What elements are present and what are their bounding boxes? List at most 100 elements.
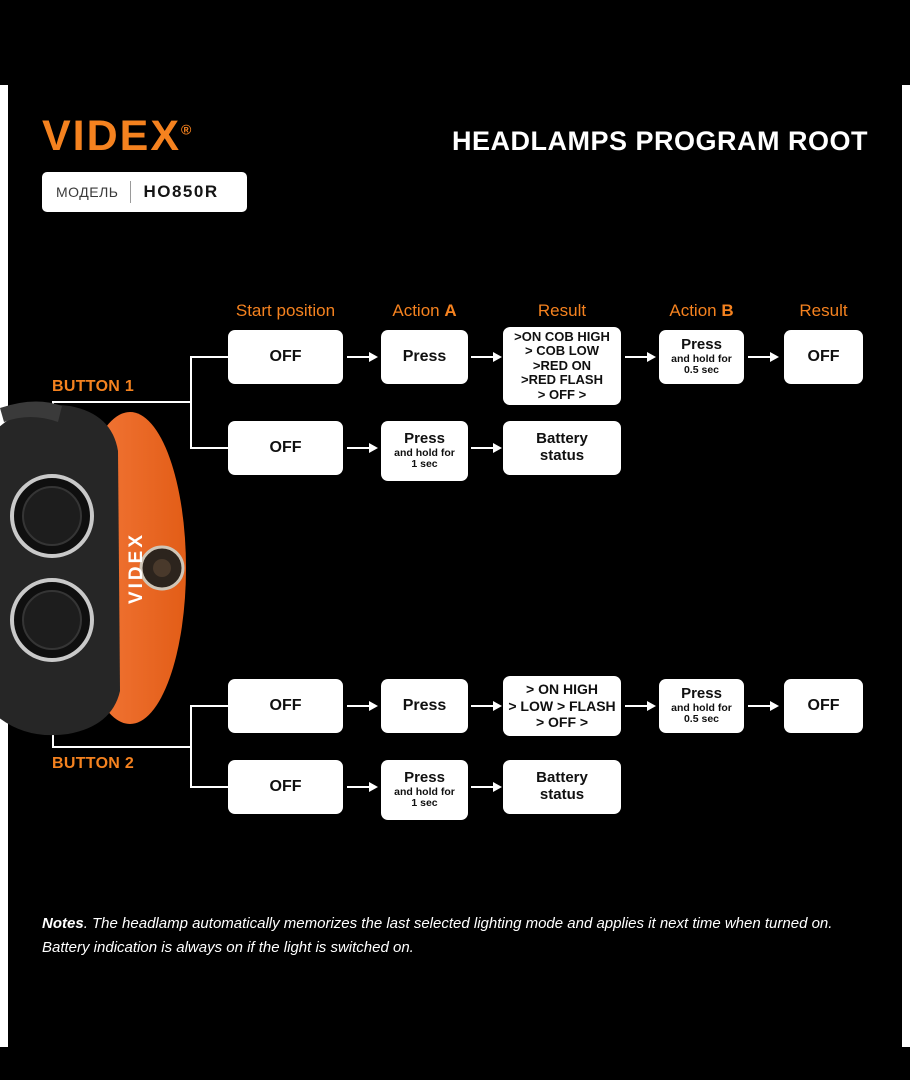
notes-section: Notes. The headlamp automatically memori… [42,912,874,960]
box-subtext: and hold for [394,446,455,459]
arrow-icon [347,701,378,711]
box-text: Press [404,768,445,786]
arrow-icon [471,782,502,792]
box-btn2-flow2-start: OFF [228,760,343,814]
box-text: Press [402,697,447,715]
connector-btn2-row1 [190,705,228,707]
result-line: > ON HIGH [526,681,598,698]
box-btn2-flow1-result: > ON HIGH > LOW > FLASH > OFF > [503,676,621,736]
model-divider [130,181,132,203]
box-btn2-flow2-result: Battery status [503,760,621,814]
connector-btn1-bracket [190,356,192,448]
box-btn2-flow1-action-a: Press [381,679,468,733]
brand-logo-text: VIDEX [42,112,182,160]
box-subtext: and hold for [394,785,455,798]
lamp-button-1-cap [22,486,82,546]
box-btn1-flow1-action-b: Press and hold for 0.5 sec [659,330,744,384]
result-line: > LOW > FLASH [508,697,616,714]
box-btn1-flow1-start: OFF [228,330,343,384]
box-subtext: 1 sec [411,797,438,810]
box-text: OFF [269,778,302,796]
right-margin [902,85,910,1047]
connector-btn2-bracket [190,705,192,788]
box-btn1-flow1-end: OFF [784,330,863,384]
box-btn2-flow1-end: OFF [784,679,863,733]
box-text: OFF [269,697,302,715]
connector-btn1-main [52,401,190,403]
col-header-text: Action [669,301,722,320]
result-line: status [539,786,585,803]
arrow-icon [471,443,502,453]
box-btn1-flow1-result: >ON COB HIGH > COB LOW >RED ON >RED FLAS… [503,327,621,405]
arrow-icon [625,701,656,711]
box-subtext: 0.5 sec [683,364,720,377]
lamp-lens-inner [153,559,171,577]
col-header-text: Action [392,301,445,320]
arrow-icon [347,782,378,792]
result-line: >ON COB HIGH [514,328,610,344]
col-header-start-position: Start position [228,301,343,321]
arrow-icon [748,352,779,362]
model-badge: МОДЕЛЬ HO850R [42,172,247,212]
col-header-text: Result [537,301,587,320]
box-text: Press [681,684,722,702]
col-header-text: Result [799,301,848,320]
box-btn2-flow1-action-b: Press and hold for 0.5 sec [659,679,744,733]
registered-mark: ® [181,121,192,138]
box-subtext: 1 sec [411,458,438,471]
arrow-icon [347,443,378,453]
result-line: status [539,447,585,464]
box-btn1-flow2-result: Battery status [503,421,621,475]
notes-label: Notes [42,915,84,932]
result-line: >RED FLASH [521,372,603,388]
box-btn1-flow1-action-a: Press [381,330,468,384]
box-btn2-flow2-action: Press and hold for 1 sec [381,760,468,820]
model-value: HO850R [143,182,219,201]
box-btn1-flow2-action: Press and hold for 1 sec [381,421,468,481]
headlamp-photo: VIDEX [0,401,186,736]
arrow-icon [625,352,656,362]
box-subtext: and hold for [671,352,732,365]
notes-line-1: Notes. The headlamp automatically memori… [42,912,874,936]
arrow-icon [347,352,378,362]
lamp-brand-text: VIDEX [126,532,147,604]
arrow-icon [471,701,502,711]
button1-label: BUTTON 1 [52,378,135,395]
lamp-strap-mount [0,401,62,422]
box-btn1-flow2-start: OFF [228,421,343,475]
notes-text-1: . The headlamp automatically memorizes t… [83,915,833,932]
lamp-body [0,405,120,736]
notes-line-2: Battery indication is always on if the l… [42,939,414,956]
box-btn2-flow1-start: OFF [228,679,343,733]
arrow-icon [471,352,502,362]
connector-btn2-row2 [190,786,228,788]
connector-btn2-main [52,746,190,748]
result-line: Battery [536,430,588,448]
page-title: HEADLAMPS PROGRAM ROOT [452,126,868,156]
box-text: OFF [269,439,302,457]
box-subtext: and hold for [671,701,732,714]
result-line: > OFF > [535,714,589,731]
connector-btn1-row1 [190,356,228,358]
box-text: OFF [269,348,302,366]
connector-btn1-row2 [190,447,228,449]
model-label: МОДЕЛЬ [56,184,119,200]
box-subtext: 0.5 sec [683,713,720,726]
arrow-icon [748,701,779,711]
box-text: OFF [807,348,840,366]
col-header-text: Start position [235,301,336,320]
col-header-bold: A [444,301,457,320]
col-header-result-1: Result [503,301,621,321]
result-line: > COB LOW [524,343,600,359]
col-header-result-2: Result [784,301,863,321]
box-text: OFF [807,697,840,715]
box-text: Press [404,429,445,447]
box-text: Press [402,348,447,366]
result-line: > OFF > [537,386,587,402]
brand-logo: VIDEX® [42,112,191,161]
box-text: Press [681,335,722,353]
lamp-button-2-cap [22,590,82,650]
col-header-action-b: Action B [659,301,744,321]
col-header-action-a: Action A [381,301,468,321]
result-line: Battery [536,769,588,787]
